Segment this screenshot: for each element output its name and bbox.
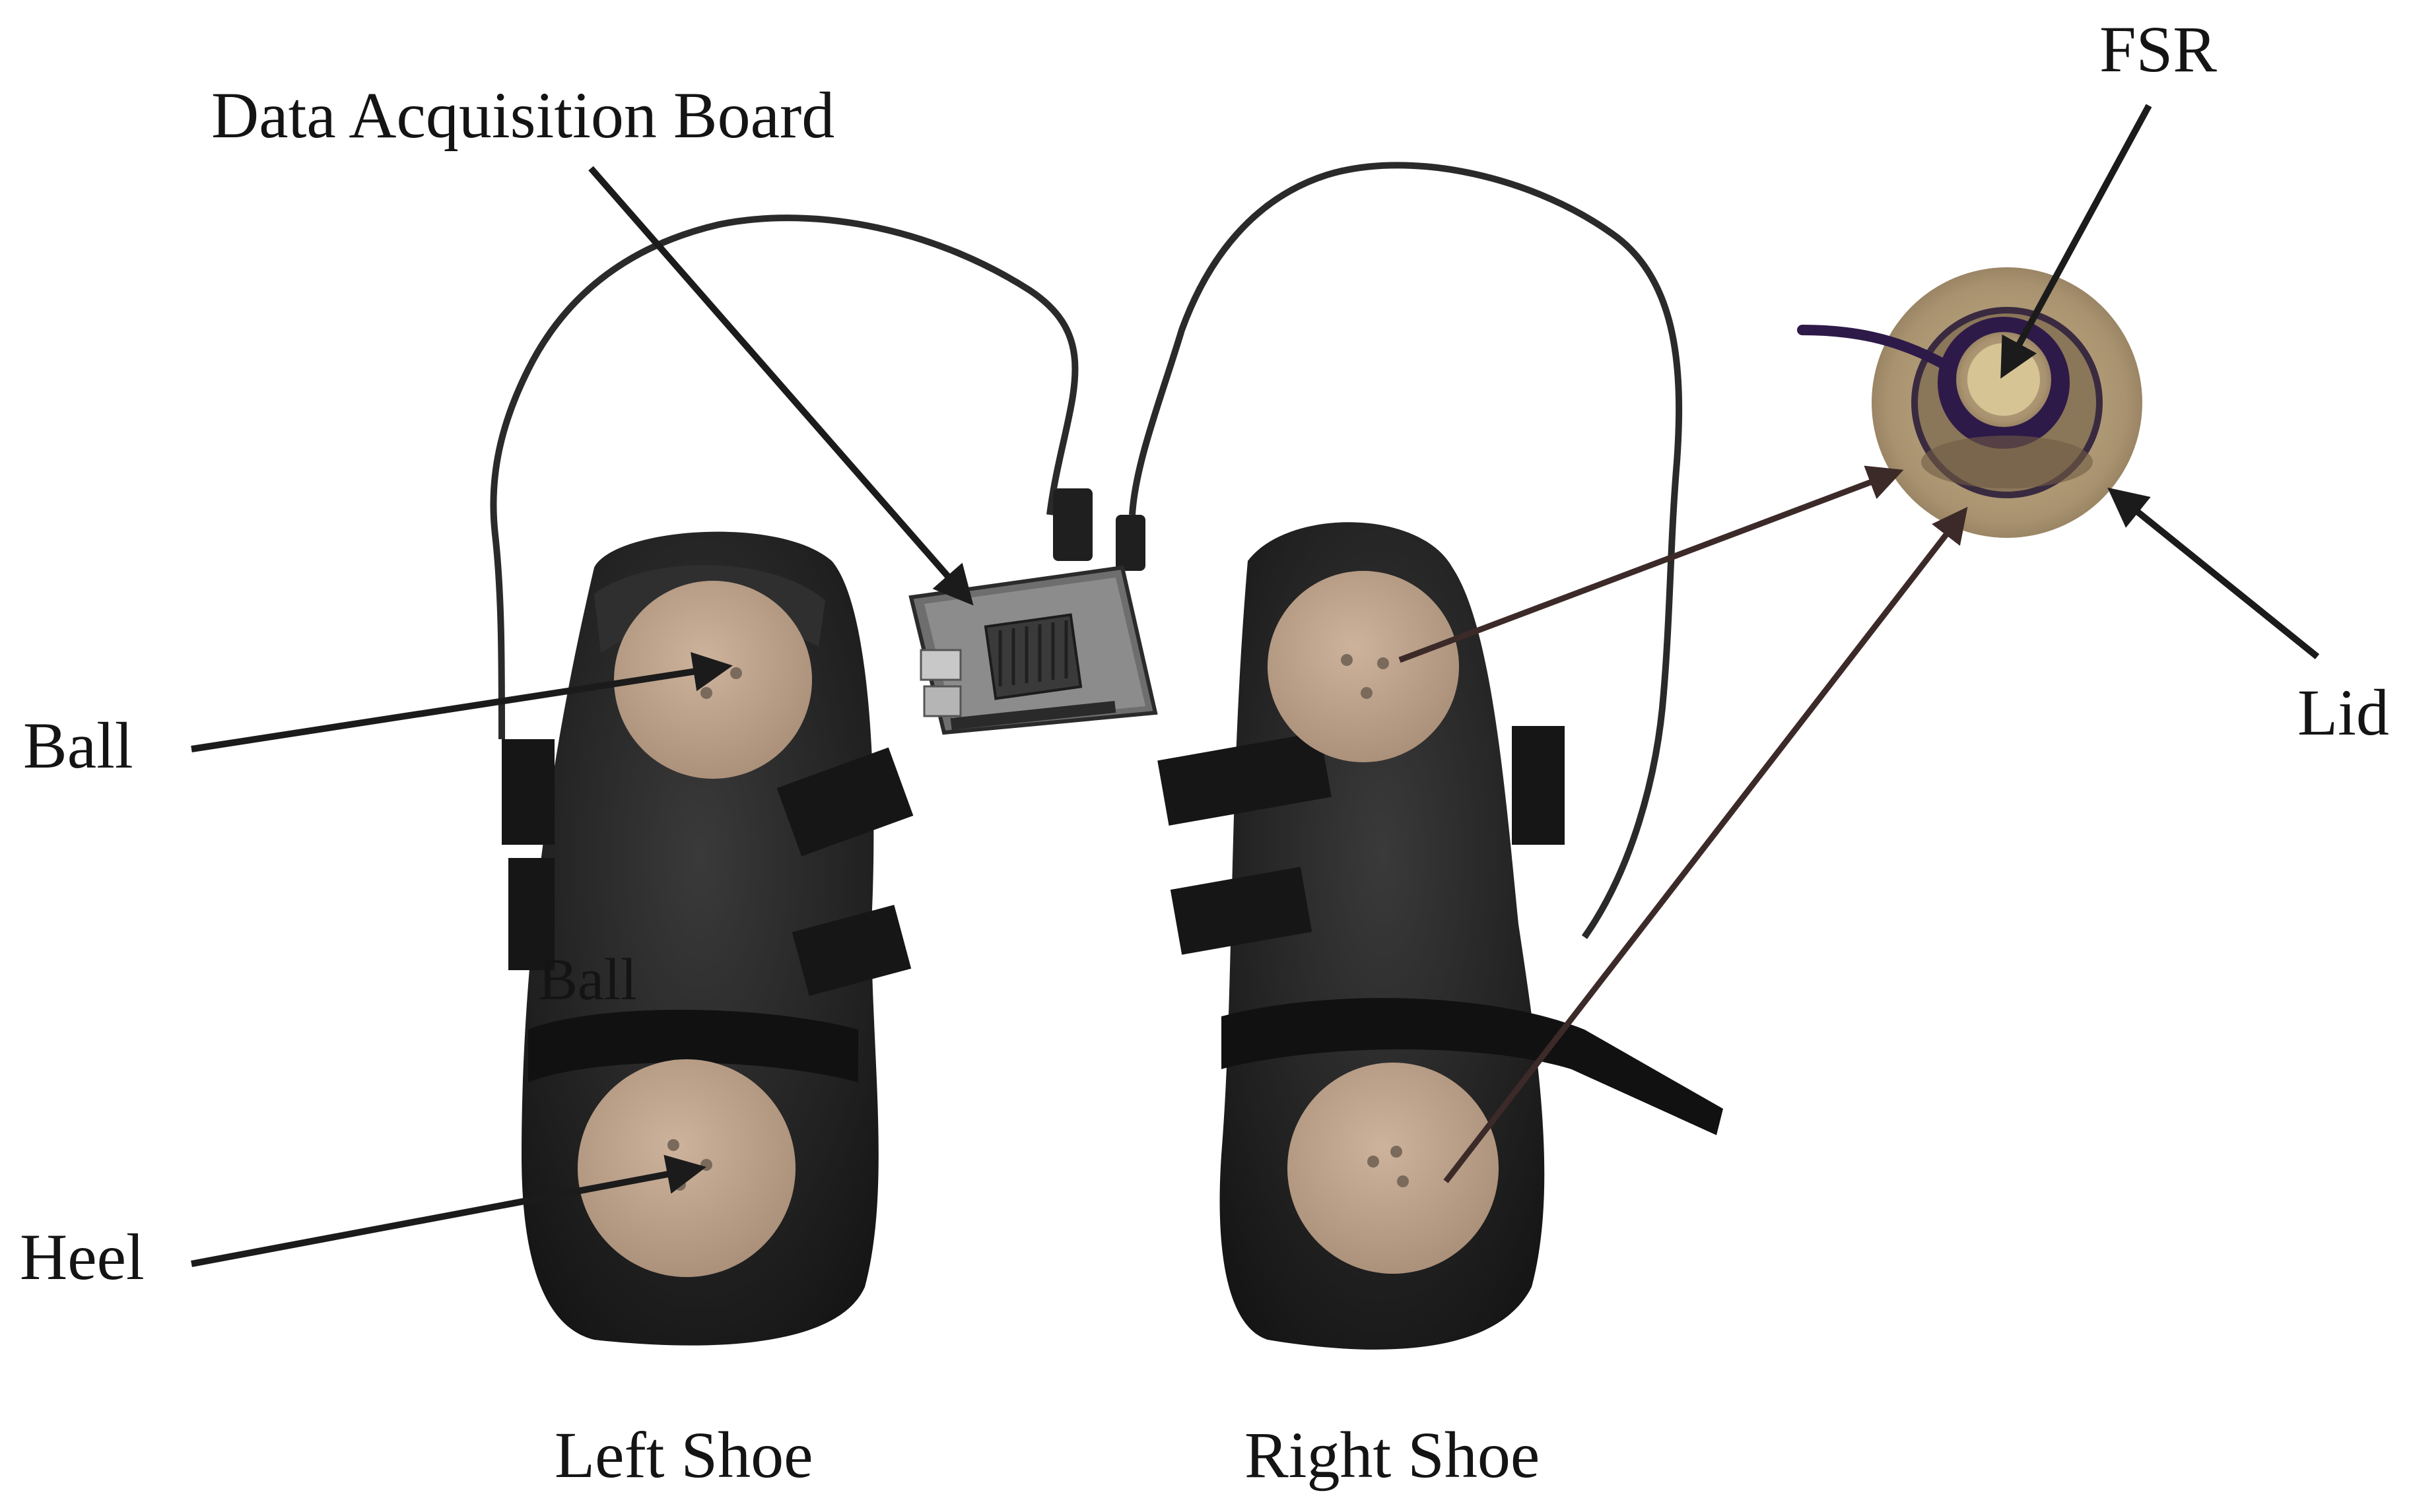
label-fsr: FSR <box>2099 13 2217 86</box>
arrow-data-board <box>588 166 974 606</box>
left-shoe <box>502 531 914 1346</box>
arrow-heel <box>191 1154 706 1267</box>
label-data-acquisition-board: Data Acquisition Board <box>211 79 835 152</box>
cable-right <box>1129 162 1683 939</box>
label-left-shoe: Left Shoe <box>555 1418 813 1492</box>
fsr-sensor-closeup <box>1797 267 2142 538</box>
label-heel: Heel <box>20 1220 145 1294</box>
arrow-ball <box>191 651 733 752</box>
label-right-shoe: Right Shoe <box>1244 1418 1540 1492</box>
right-shoe <box>1157 522 1723 1350</box>
cable-left <box>490 214 1079 740</box>
arrow-lid <box>2107 487 2320 659</box>
arrow-right-ball-to-fsr <box>1398 465 1904 663</box>
right-ball-sensor-pad <box>1268 571 1459 762</box>
arrow-right-heel-to-fsr <box>1443 506 1968 1183</box>
label-ball-inner: Ball <box>538 947 637 1012</box>
arrow-fsr <box>2000 104 2152 379</box>
label-lid: Lid <box>2297 676 2389 749</box>
data-acquisition-board <box>908 488 1158 735</box>
fsr-cable <box>1797 325 1953 372</box>
right-heel-sensor-pad <box>1287 1063 1499 1274</box>
label-ball: Ball <box>23 709 133 782</box>
